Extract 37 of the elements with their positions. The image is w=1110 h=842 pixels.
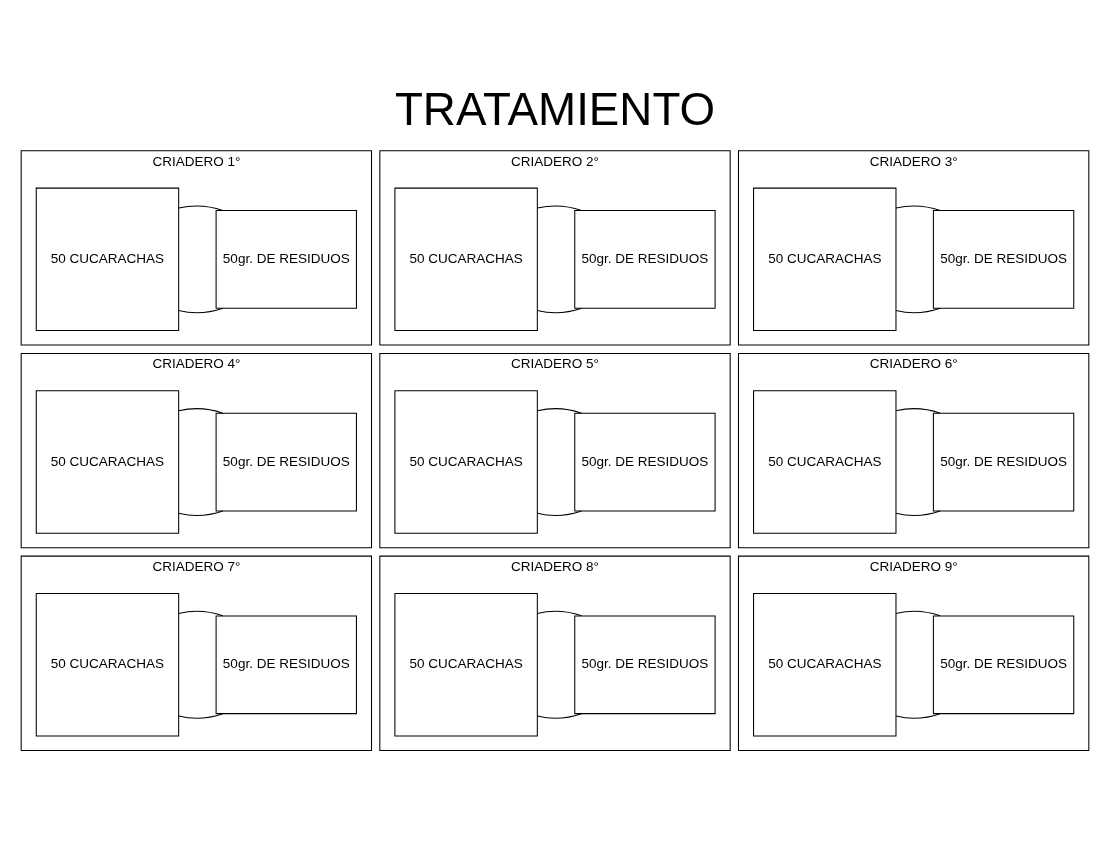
node-box: 50gr. DE RESIDUOS [574, 614, 716, 714]
connector [178, 509, 224, 516]
node-box: 50gr. DE RESIDUOS [574, 412, 716, 511]
connector [895, 712, 941, 719]
node-box: 50gr. DE RESIDUOS [932, 209, 1075, 309]
node-box: 50 CUCARACHAS [753, 187, 897, 331]
connector [895, 610, 941, 616]
connector [178, 307, 224, 313]
node-box: 50 CUCARACHAS [753, 592, 897, 736]
node-box: 50gr. DE RESIDUOS [215, 209, 357, 309]
node-box: 50gr. DE RESIDUOS [932, 614, 1075, 714]
connector [178, 610, 224, 616]
node-box: 50gr. DE RESIDUOS [932, 412, 1075, 511]
connector [895, 509, 941, 516]
connector [536, 509, 582, 516]
node-box: 50gr. DE RESIDUOS [215, 614, 357, 714]
connector [895, 307, 941, 313]
connector [536, 407, 582, 414]
connector [895, 204, 941, 211]
connector [895, 407, 941, 414]
node-box: 50 CUCARACHAS [394, 592, 538, 736]
connector [178, 407, 224, 414]
connector [178, 204, 224, 211]
node-box: 50gr. DE RESIDUOS [574, 209, 716, 309]
connector [536, 610, 582, 616]
node-box: 50gr. DE RESIDUOS [215, 412, 357, 511]
connector [178, 712, 224, 719]
diagram-title: TRATAMIENTO [394, 83, 716, 135]
node-box: 50 CUCARACHAS [35, 389, 180, 534]
connector [536, 712, 582, 719]
node-box: 50 CUCARACHAS [35, 592, 180, 736]
node-box: 50 CUCARACHAS [753, 389, 897, 534]
node-box: 50 CUCARACHAS [35, 187, 180, 331]
node-box: 50 CUCARACHAS [394, 187, 538, 331]
node-box: 50 CUCARACHAS [394, 389, 538, 534]
connector [536, 307, 582, 313]
connector [536, 204, 582, 211]
